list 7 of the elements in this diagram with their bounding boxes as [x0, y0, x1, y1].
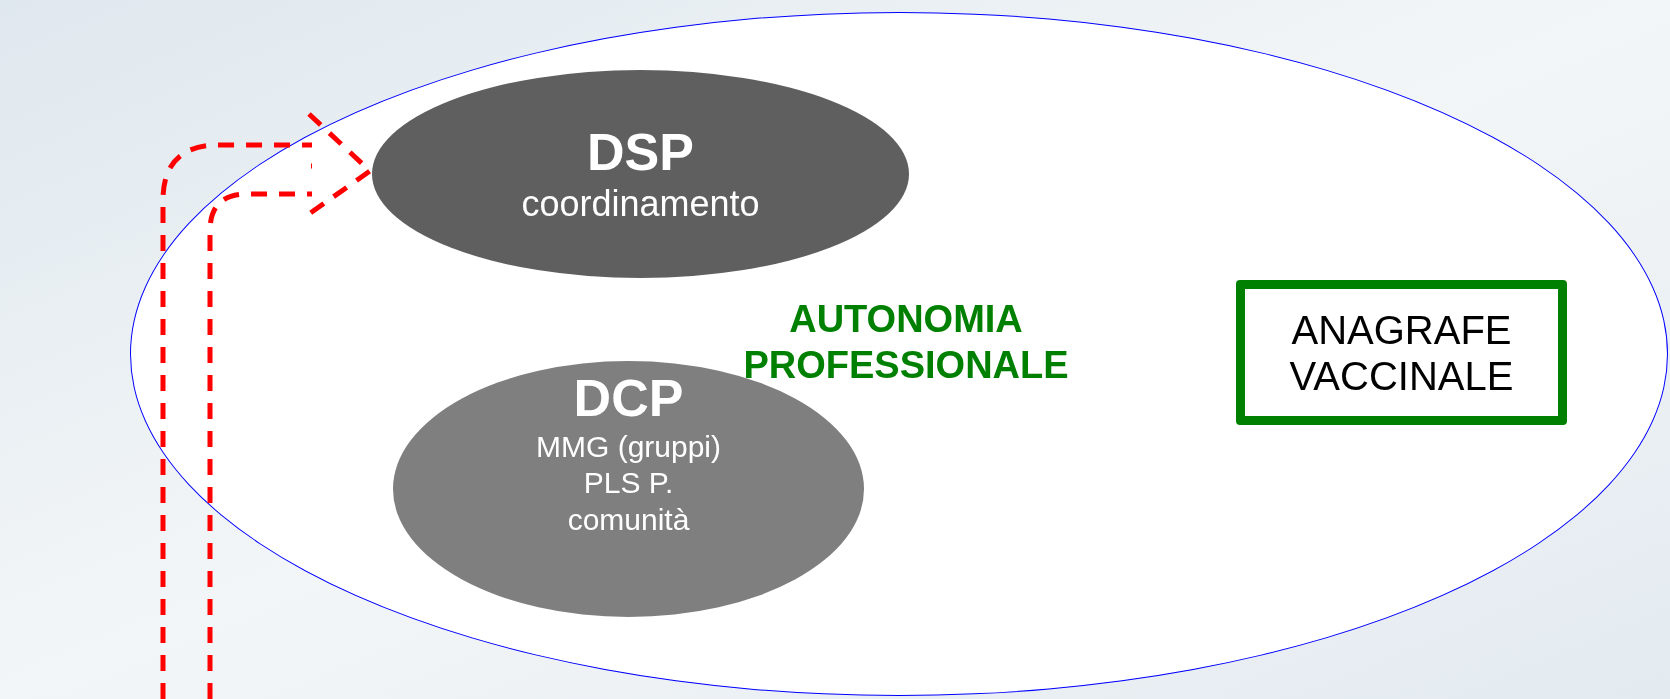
node-subtitle: coordinamento [521, 182, 760, 226]
block-arrow [160, 111, 373, 699]
node-title: DCP [573, 369, 684, 429]
node-title: DSP [587, 122, 694, 183]
ellipse-label: AUTONOMIA PROFESSIONALE [742, 297, 1070, 388]
text-box: ANAGRAFE VACCINALE [1236, 280, 1567, 425]
node-subtitle: MMG (gruppi) PLS P. comunità [535, 428, 722, 538]
